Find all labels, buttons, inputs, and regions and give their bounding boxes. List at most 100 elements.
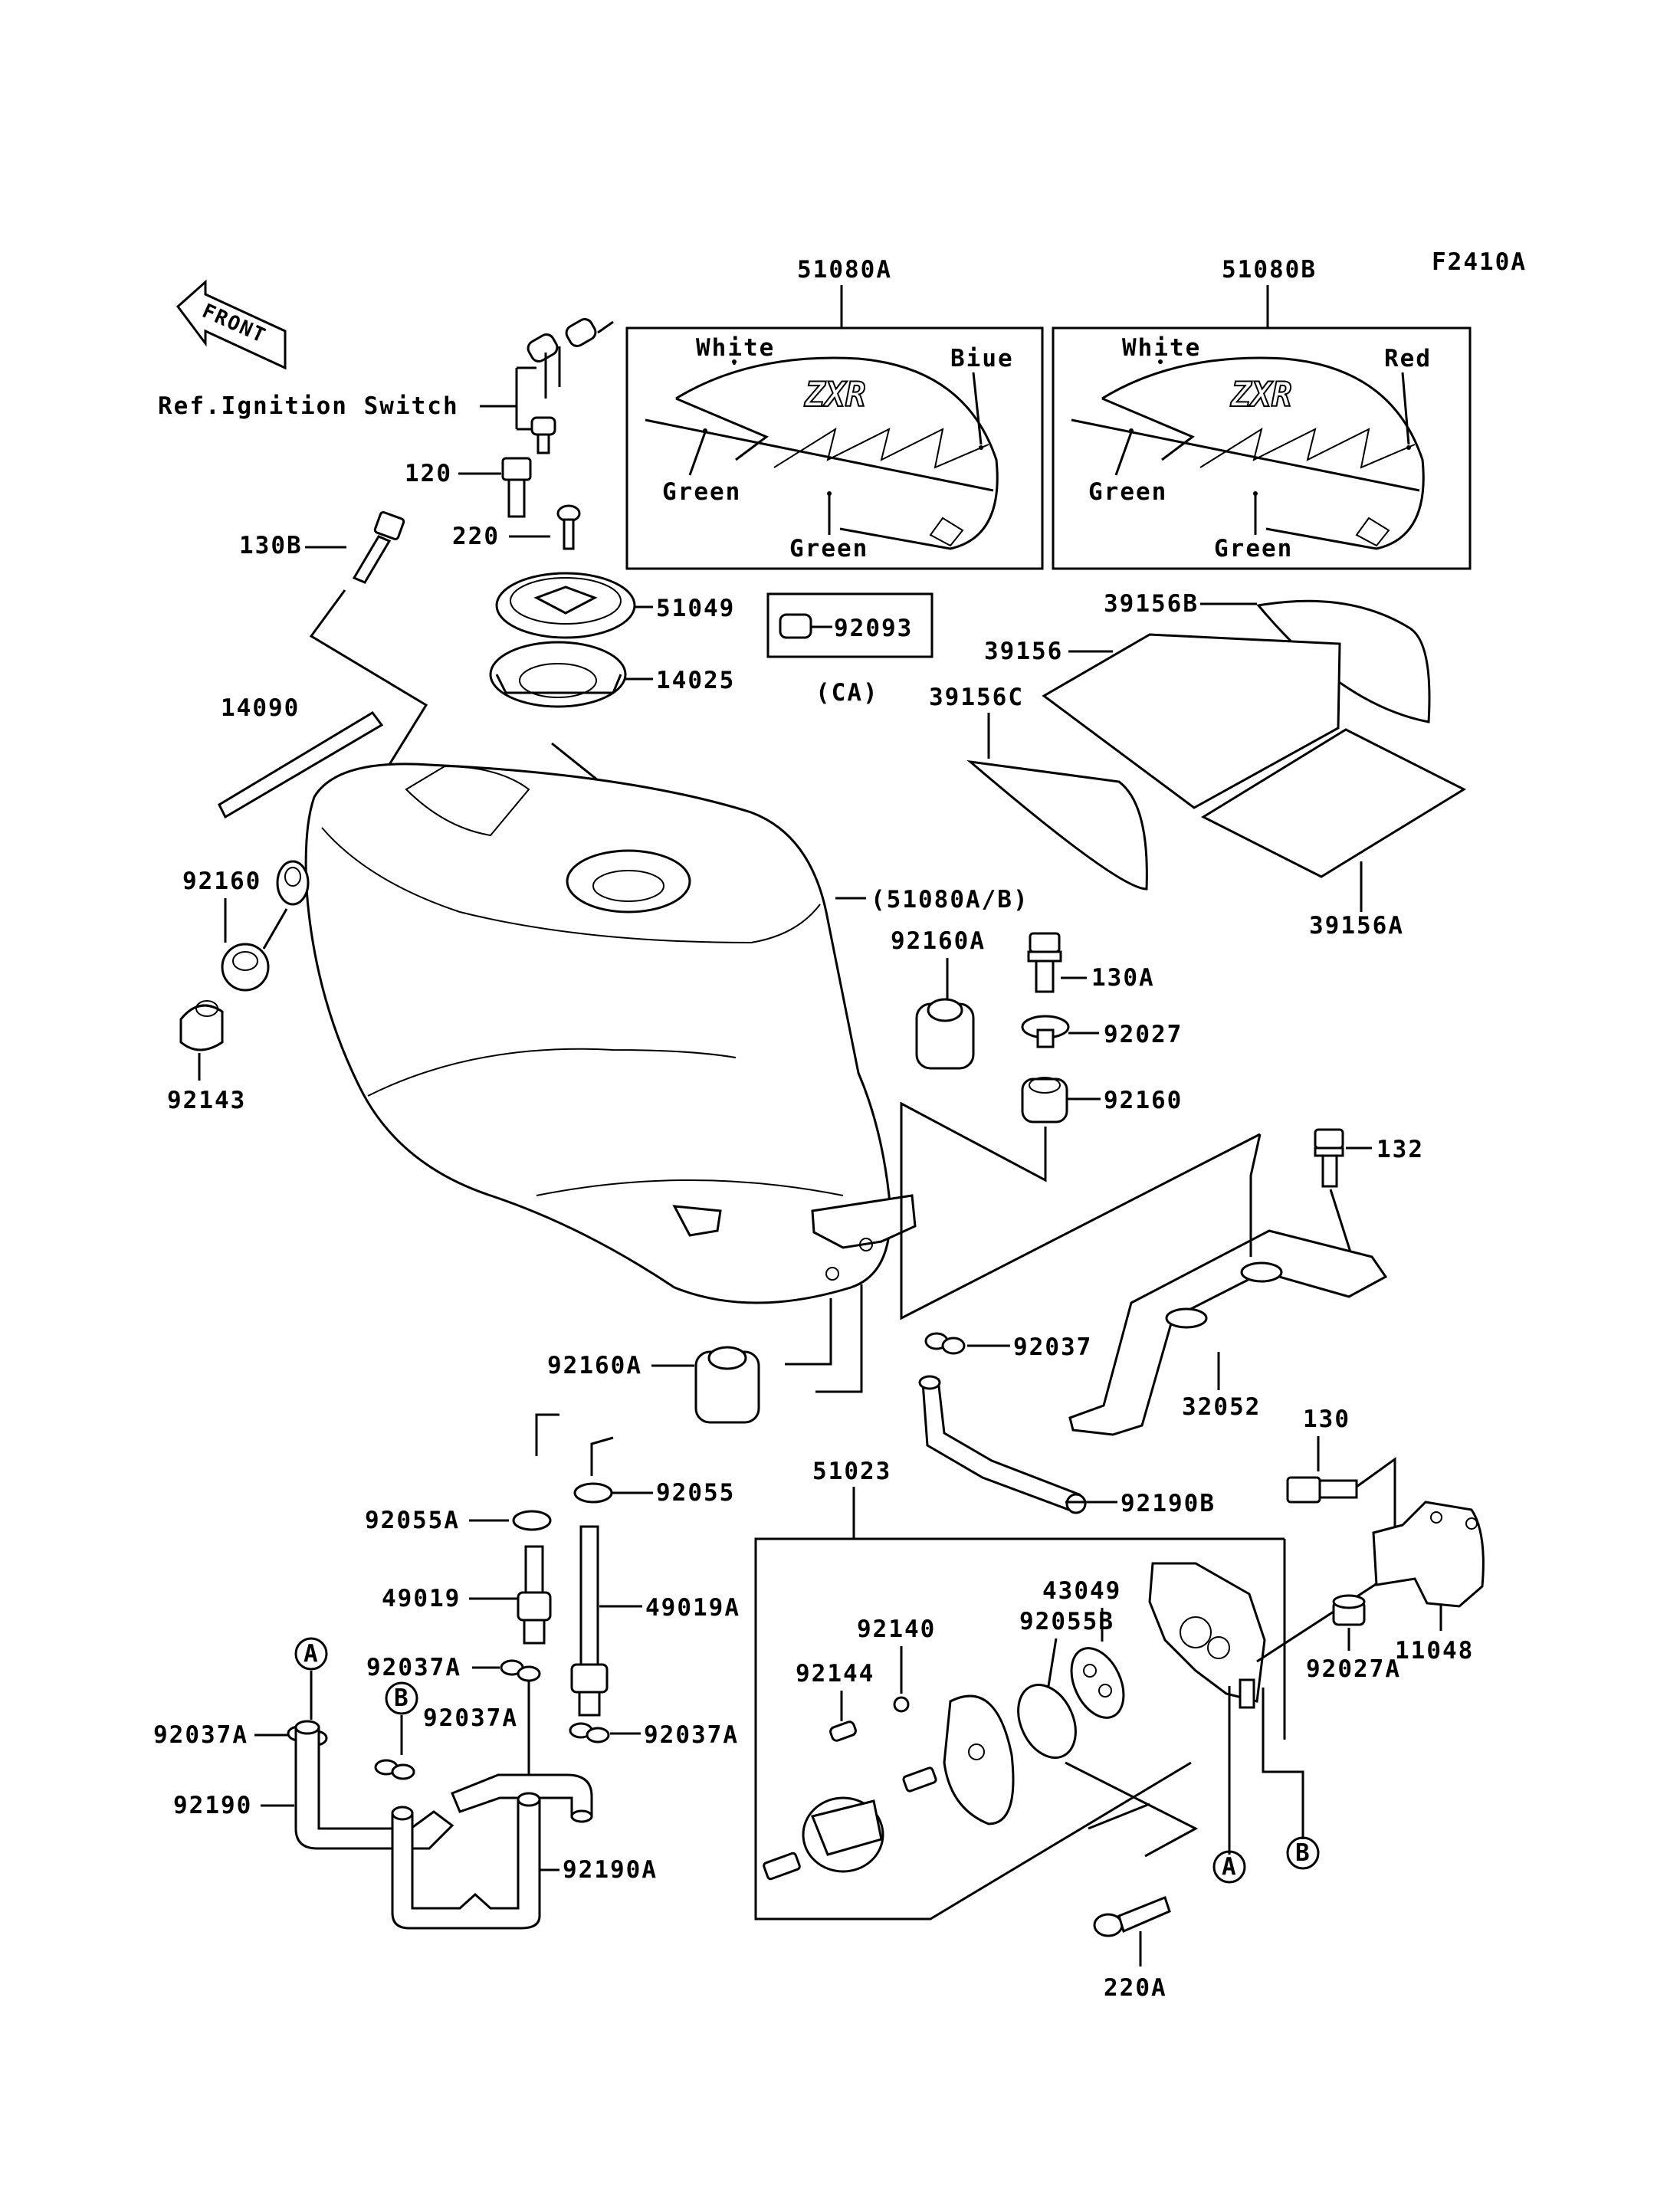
part-132: 132 [1376, 1136, 1424, 1163]
decal-b-box [1052, 326, 1472, 570]
fuel-tank-icon [304, 763, 917, 1304]
part-130: 130 [1303, 1406, 1350, 1433]
part-92055A: 92055A [365, 1507, 460, 1534]
decal-a-logo: ZXR [804, 376, 865, 415]
bracket-icon [1068, 1229, 1388, 1436]
lever-plate-icon [943, 1694, 1015, 1825]
grommet-icon [1021, 1077, 1068, 1123]
part-220A: 220A [1104, 1974, 1167, 2002]
o-ring-icon [1017, 1683, 1077, 1760]
part-43049: 43049 [1042, 1577, 1121, 1605]
part-92093: 92093 [834, 615, 913, 642]
fuel-cock-body-icon [1148, 1562, 1266, 1709]
collar-icon [1332, 1594, 1366, 1626]
ref-ignition-label: Ref.Ignition Switch [158, 392, 459, 420]
pad-39156-icon [1042, 633, 1341, 809]
damper-icon [694, 1346, 760, 1424]
clip-icon [500, 1659, 541, 1682]
part-14090: 14090 [221, 694, 300, 722]
o-ring-icon [573, 1482, 613, 1504]
ref-a-2: A [1222, 1853, 1238, 1881]
decal-a-color-4: Green [789, 535, 868, 563]
ball-icon [893, 1696, 910, 1713]
pad-39156A-icon [1200, 728, 1467, 878]
clip-icon [374, 1759, 415, 1780]
ref-a-marker [1212, 1850, 1246, 1884]
o-ring-icon [512, 1510, 552, 1531]
part-92037A-3: 92037A [423, 1704, 518, 1732]
bolt-icon [1027, 932, 1062, 993]
washer-icon [1021, 1015, 1070, 1048]
knob-icon [802, 1796, 884, 1873]
figure-code: F2410A [1432, 248, 1527, 276]
ref-b-marker [1286, 1836, 1320, 1870]
part-130A: 130A [1091, 964, 1155, 992]
bushing-icon [179, 1000, 224, 1051]
part-92037A-4: 92037A [644, 1721, 739, 1749]
bolt-icon [501, 457, 532, 518]
part-14025: 14025 [656, 667, 735, 694]
pipe-49019A-icon [570, 1525, 609, 1717]
part-11048: 11048 [1395, 1637, 1474, 1665]
decal-b-part: 51080B [1222, 256, 1317, 284]
damper-icon [915, 998, 975, 1070]
decal-a-graphic: ZXR [645, 356, 999, 550]
part-tank: (51080A/B) [871, 886, 1029, 914]
decal-b-color-2: Red [1384, 345, 1432, 372]
part-32052: 32052 [1182, 1393, 1261, 1421]
screw-icon [902, 1766, 937, 1793]
part-51049: 51049 [656, 595, 735, 622]
pipe-49019-icon [517, 1545, 552, 1645]
hose-92190B-icon [921, 1378, 1081, 1513]
part-39156B: 39156B [1104, 590, 1199, 618]
part-92027A: 92027A [1306, 1655, 1401, 1683]
part-39156A: 39156A [1309, 912, 1404, 940]
part-39156: 39156 [984, 638, 1063, 665]
clip-icon [924, 1332, 966, 1355]
tank-mount-icon [276, 860, 310, 906]
part-49019A: 49019A [645, 1594, 740, 1622]
clip-icon [569, 1722, 610, 1743]
decal-a-part: 51080A [797, 256, 892, 284]
part-92144: 92144 [796, 1660, 874, 1688]
hose-92190A-icon [391, 1792, 541, 1930]
part-92160A-right: 92160A [891, 927, 986, 955]
part-49019: 49019 [382, 1585, 461, 1612]
decal-b-color-3: Green [1088, 478, 1167, 506]
plate-11048-icon [1372, 1501, 1485, 1608]
ref-a-marker [294, 1637, 328, 1671]
spring-icon [829, 1720, 857, 1742]
part-92143: 92143 [167, 1087, 246, 1114]
ref-a-1: A [304, 1640, 320, 1668]
gasket-icon [1070, 1647, 1125, 1719]
front-arrow-icon: FRONT [176, 279, 287, 370]
screw-icon [530, 416, 556, 454]
part-130B: 130B [239, 532, 303, 559]
screw-icon [763, 1852, 801, 1881]
decal-a-color-1: White [696, 334, 775, 362]
part-92160-left: 92160 [182, 868, 261, 895]
decal-a-color-2: Biue [950, 345, 1014, 372]
decal-a-color-3: Green [662, 478, 741, 506]
ref-b-2: B [1295, 1839, 1311, 1867]
part-92037A-2: 92037A [153, 1721, 248, 1749]
ref-b-marker [385, 1681, 418, 1715]
fuel-cap-icon [495, 572, 636, 639]
trim-strip-icon [218, 711, 384, 819]
decal-b-color-1: White [1122, 334, 1201, 362]
hose-92190-icon [294, 1720, 593, 1850]
grommet-icon [779, 613, 812, 639]
pad-39156C-icon [966, 759, 1148, 891]
part-92190: 92190 [173, 1792, 252, 1819]
ignition-key-icon [527, 318, 614, 399]
bolt-icon [1314, 1128, 1344, 1188]
part-92160-right: 92160 [1104, 1087, 1183, 1114]
grommet-icon [221, 943, 270, 992]
part-120: 120 [405, 460, 452, 487]
part-92037A-1: 92037A [366, 1654, 461, 1681]
screw-icon [1093, 1896, 1171, 1937]
ca-box [766, 592, 934, 658]
part-51023: 51023 [812, 1458, 891, 1485]
